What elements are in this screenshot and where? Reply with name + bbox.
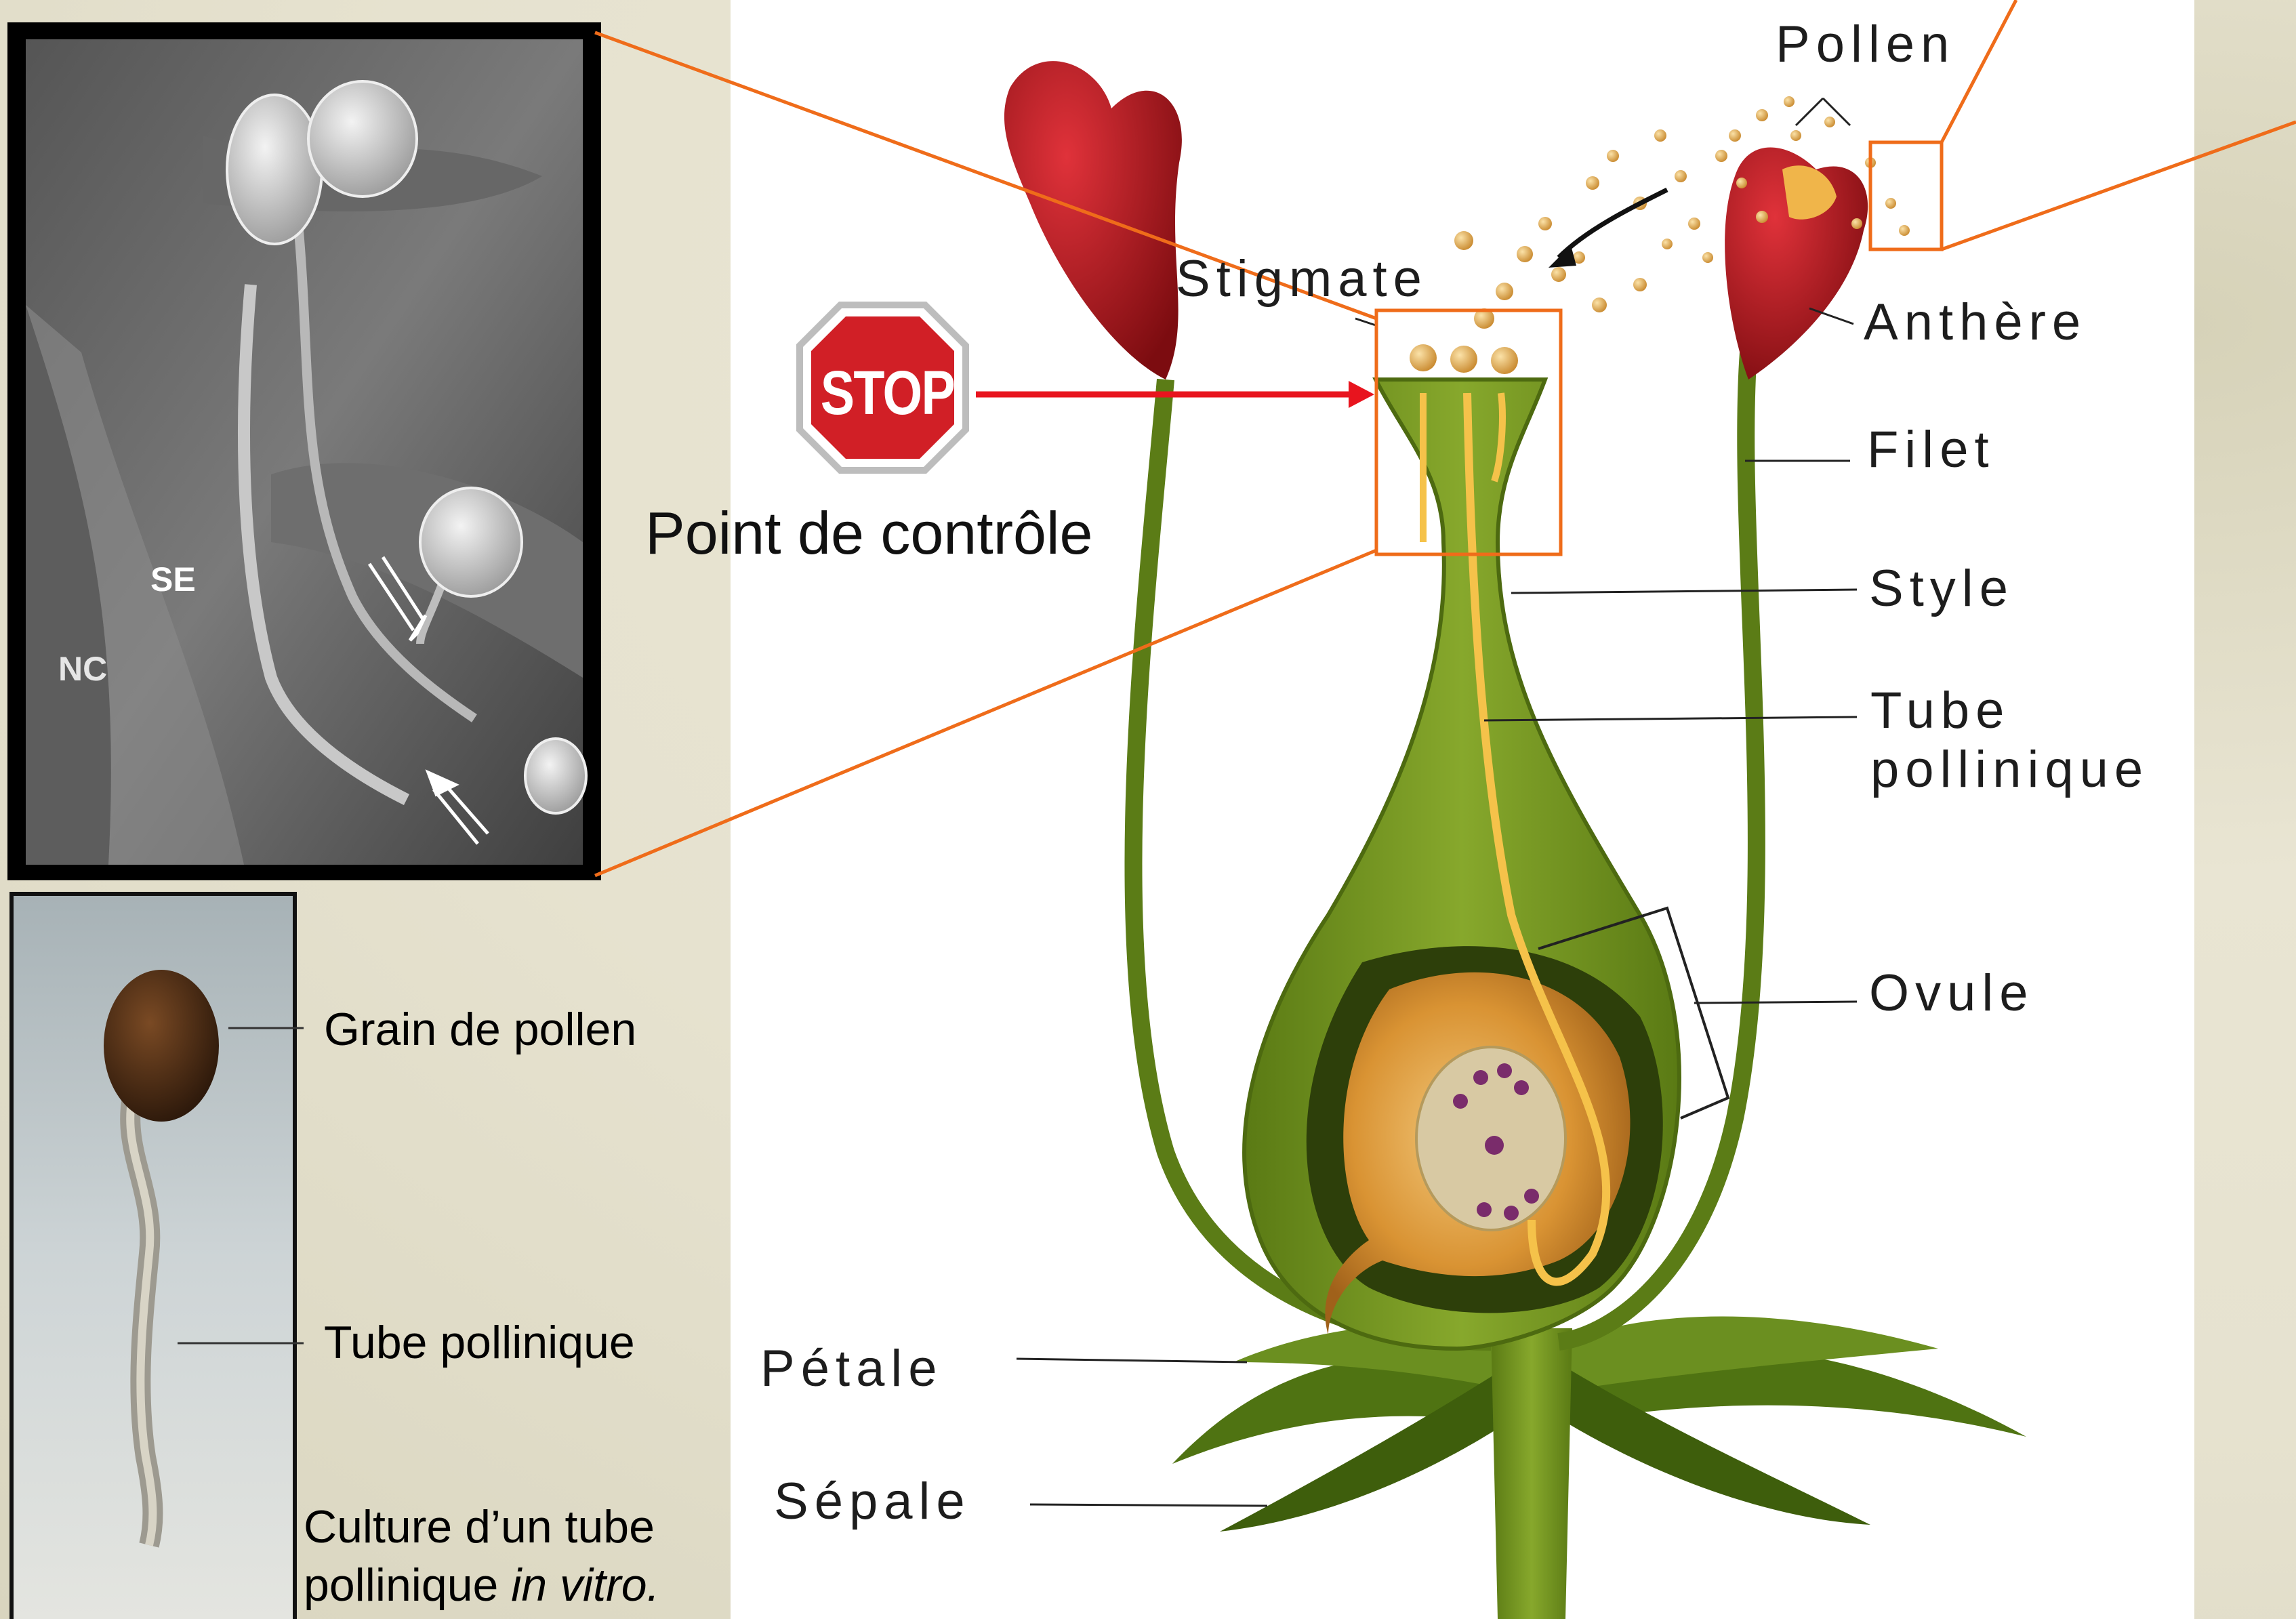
label-filet: Filet xyxy=(1867,420,1995,479)
label-anthere: Anthère xyxy=(1864,293,2087,352)
stop-caption: Point de contrôle xyxy=(645,499,1092,568)
label-style: Style xyxy=(1869,559,2014,618)
anther-callout-box xyxy=(1870,142,1942,249)
stop-arrow-head xyxy=(1349,381,1374,408)
stop-sign-text: STOP xyxy=(821,358,949,429)
label-tube-line1: Tube xyxy=(1870,681,2010,740)
label-stigmate: Stigmate xyxy=(1176,249,1428,308)
label-tube-line2: pollinique xyxy=(1870,740,2149,799)
label-petale: Pétale xyxy=(760,1339,943,1398)
stigma-callout-box xyxy=(1376,310,1561,554)
label-pollen: Pollen xyxy=(1776,15,1955,74)
label-sepale: Sépale xyxy=(774,1472,971,1531)
callout-line-bottom xyxy=(595,550,1376,876)
label-ovule: Ovule xyxy=(1869,964,2034,1023)
